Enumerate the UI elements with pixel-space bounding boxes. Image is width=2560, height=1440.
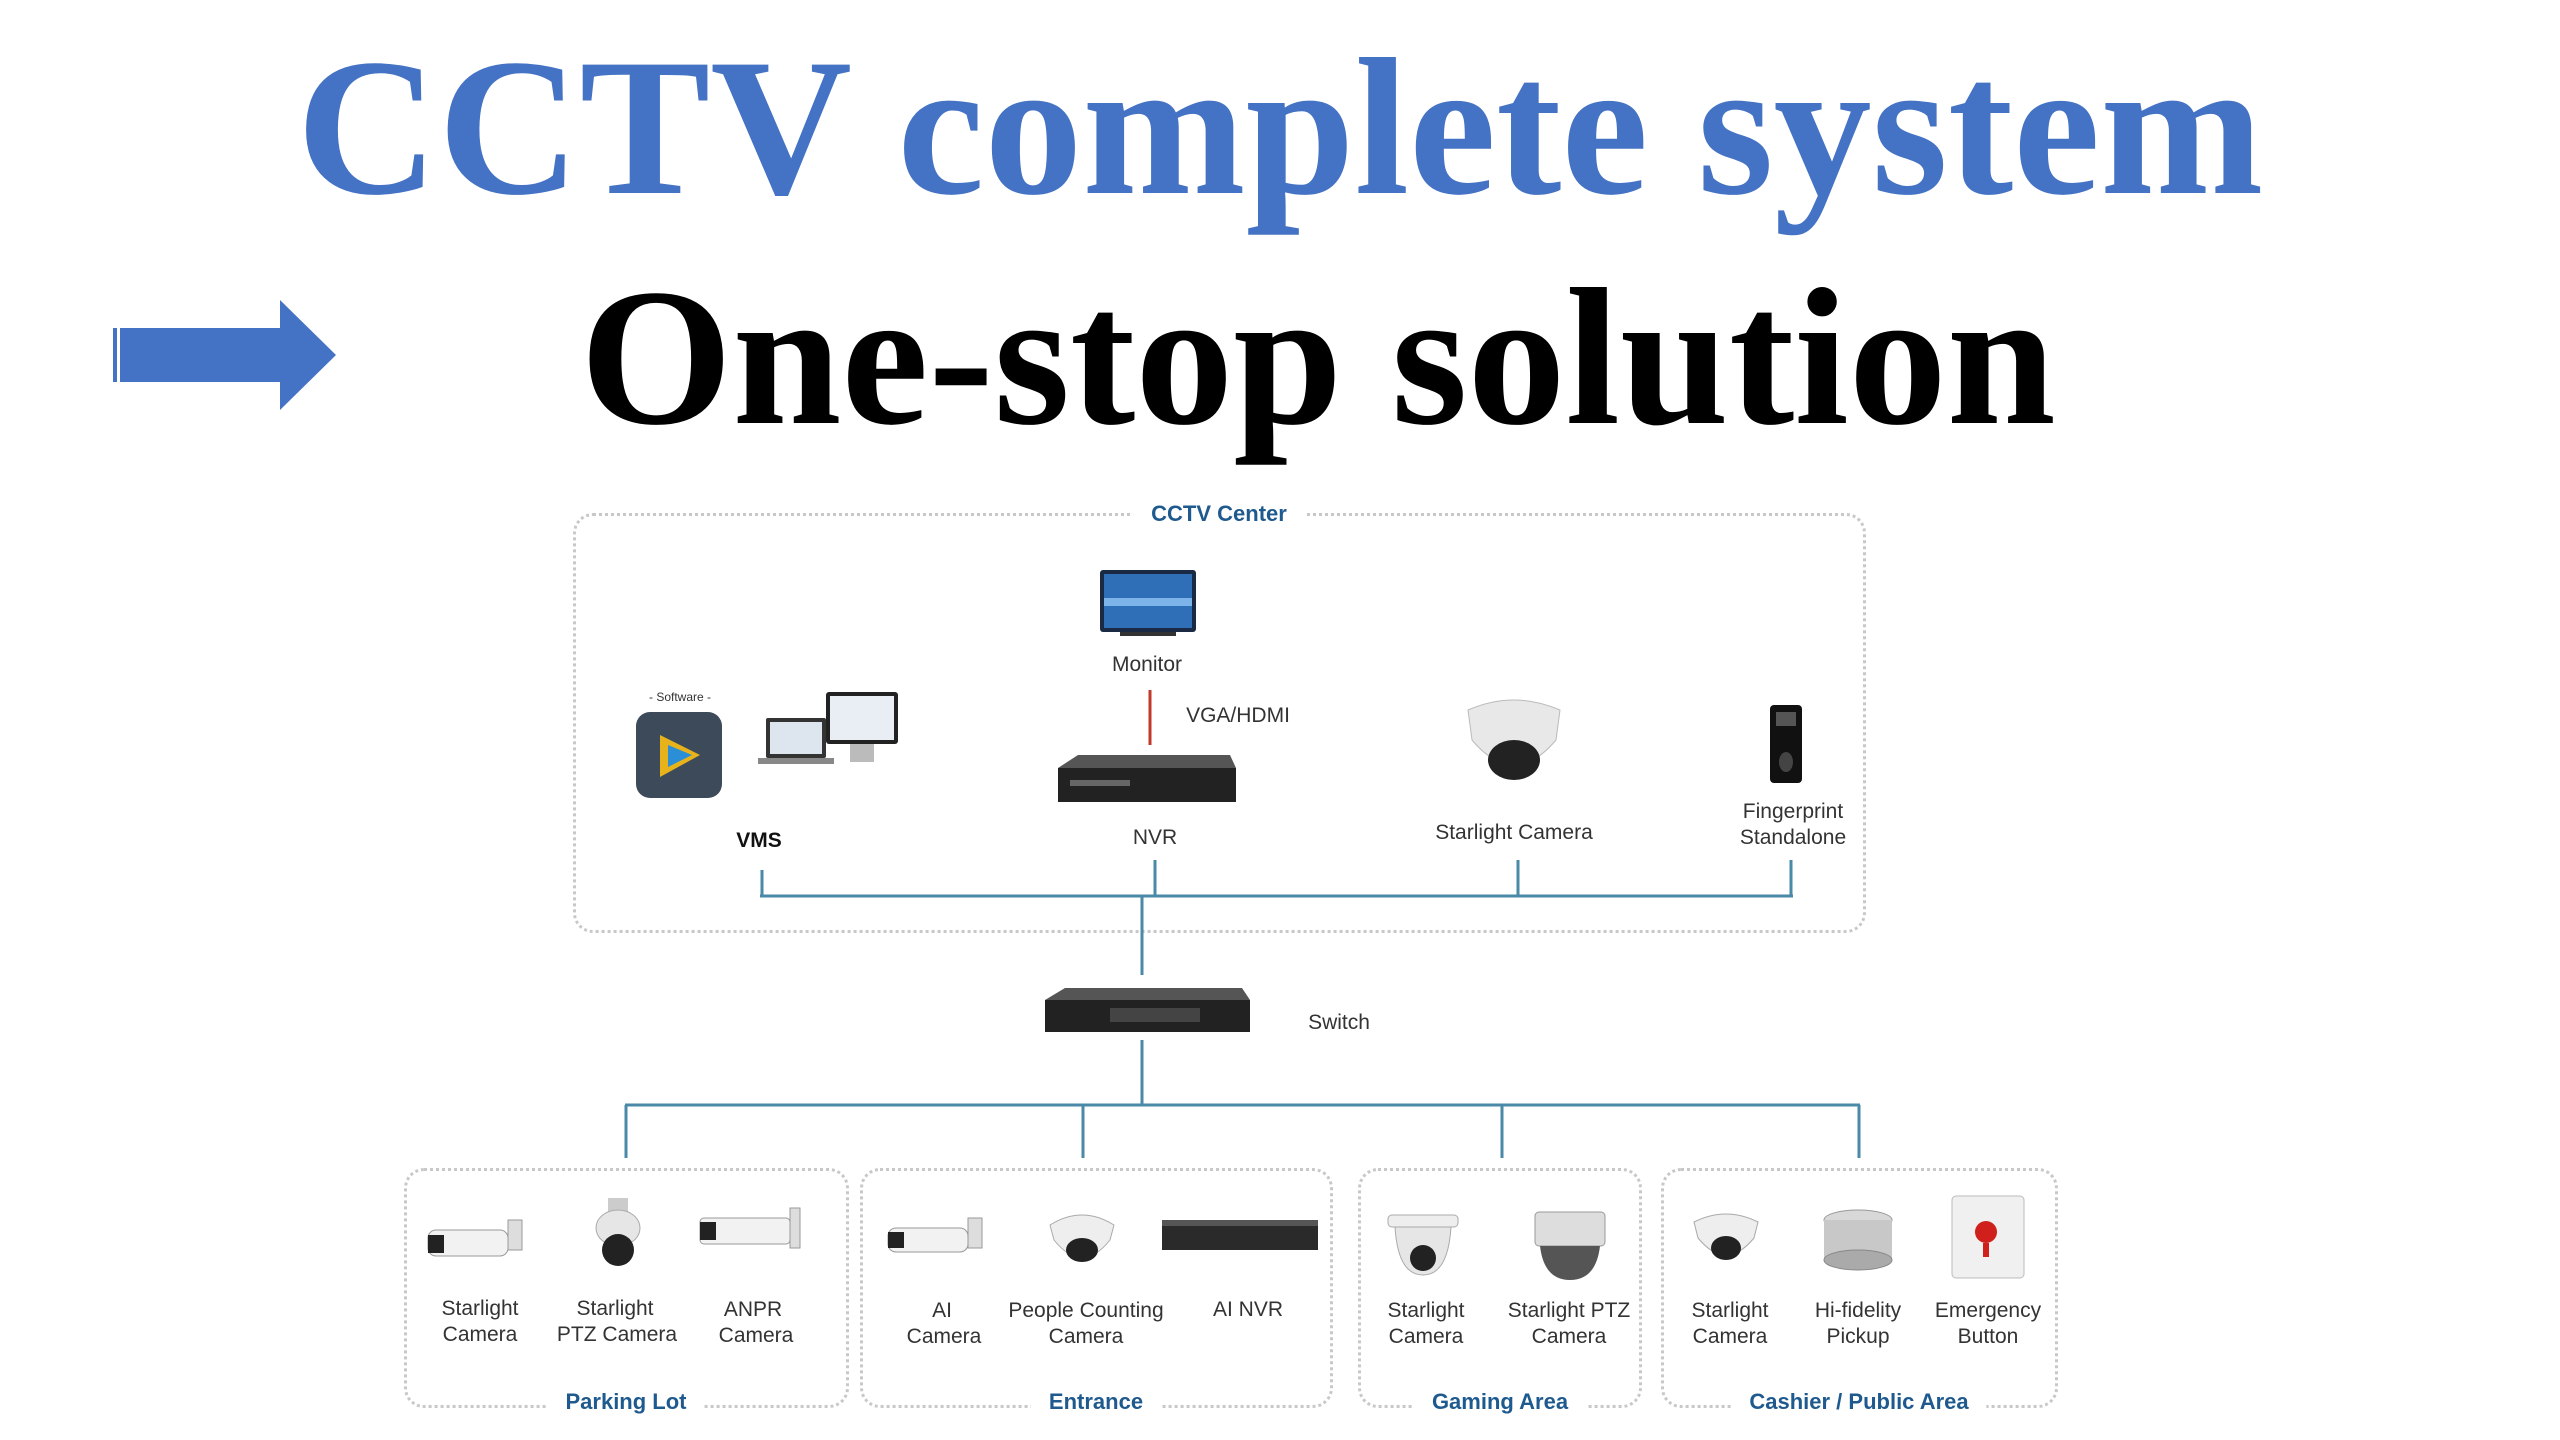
ptz-dome-camera-icon	[1534, 1211, 1606, 1280]
dome-camera-icon	[1387, 1214, 1459, 1276]
parking-device2-line2: PTZ Camera	[556, 1323, 678, 1346]
entrance-device3-line1: AI NVR	[1212, 1298, 1284, 1321]
monitor-label: Monitor	[1111, 653, 1183, 676]
starlight-camera-icon	[1467, 699, 1561, 780]
audio-pickup-icon	[1823, 1209, 1893, 1271]
cashier-device3-line1: Emergency	[1934, 1299, 2042, 1322]
vms-workstation-icon	[758, 692, 898, 764]
switch-label: Switch	[1308, 1011, 1370, 1034]
page-title: CCTV complete system	[296, 19, 2264, 236]
ai-nvr-icon	[1162, 1220, 1318, 1250]
emergency-button-icon	[1951, 1195, 2025, 1279]
parking-device3-line1: ANPR	[723, 1298, 783, 1321]
people-counting-camera-icon	[1049, 1214, 1115, 1262]
switch-icon	[1045, 988, 1250, 1032]
cashier-device1-line1: Starlight	[1691, 1299, 1769, 1322]
parking-device1-line1: Starlight	[441, 1297, 519, 1320]
entrance-device2-line1: People Counting	[1008, 1299, 1164, 1322]
starlight-camera-label: Starlight Camera	[1435, 821, 1593, 844]
network-lines	[624, 860, 1861, 1158]
anpr-camera-icon	[699, 1207, 801, 1249]
bullet-camera-icon	[427, 1219, 523, 1257]
vga-hdmi-label: VGA/HDMI	[1186, 704, 1290, 727]
cashier-area-label: Cashier / Public Area	[1731, 1388, 1987, 1416]
gaming-device1-line1: Starlight	[1387, 1299, 1465, 1322]
fingerprint-label-line1: Fingerprint	[1742, 800, 1844, 823]
cctv-center-label: CCTV Center	[1133, 500, 1305, 528]
parking-lot-label: Parking Lot	[547, 1388, 705, 1416]
entrance-device1-line2: Camera	[906, 1325, 982, 1348]
fingerprint-reader-icon	[1770, 705, 1802, 783]
gaming-device1-line2: Camera	[1388, 1325, 1464, 1348]
entrance-device2-line2: Camera	[1048, 1325, 1124, 1348]
parking-device3-line2: Camera	[718, 1324, 794, 1347]
monitor-icon	[1100, 570, 1196, 636]
gaming-area-label: Gaming Area	[1413, 1388, 1587, 1416]
entrance-label: Entrance	[1030, 1388, 1162, 1416]
nvr-label: NVR	[1132, 826, 1178, 849]
parking-device2-line1: Starlight	[576, 1297, 654, 1320]
vms-label: VMS	[736, 829, 782, 852]
entrance-device1-line1: AI	[932, 1299, 952, 1322]
cashier-device3-line2: Button	[1957, 1325, 2019, 1348]
parking-device1-line2: Camera	[442, 1323, 518, 1346]
software-icon	[636, 712, 722, 798]
cashier-device2-line1: Hi-fidelity	[1814, 1299, 1902, 1322]
ptz-camera-icon	[595, 1198, 641, 1266]
gaming-device2-line2: Camera	[1531, 1325, 1607, 1348]
fingerprint-label-line2: Standalone	[1739, 826, 1847, 849]
cashier-device2-line2: Pickup	[1826, 1325, 1890, 1348]
ai-camera-icon	[887, 1217, 983, 1253]
gaming-device2-line1: Starlight PTZ	[1507, 1299, 1631, 1322]
page-subtitle: One-stop solution	[580, 249, 2056, 466]
starlight-dome-camera-icon	[1693, 1213, 1759, 1260]
software-tag: - Software -	[648, 690, 712, 704]
cashier-device1-line2: Camera	[1692, 1325, 1768, 1348]
nvr-icon	[1058, 755, 1236, 802]
